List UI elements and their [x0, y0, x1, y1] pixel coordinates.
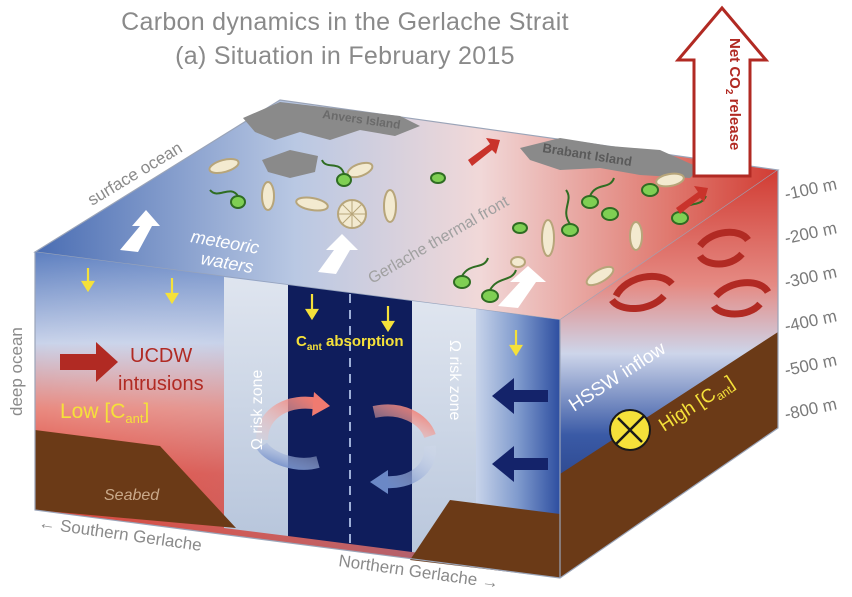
- depth-tick-label: -100 m: [783, 174, 839, 204]
- meteoric-arrow-right-icon: [498, 266, 546, 308]
- ucdw-label-1: UCDW: [130, 345, 192, 367]
- brabant-island-shape: [520, 138, 700, 178]
- meteoric-arrow-left-icon: [120, 210, 160, 252]
- circulation-arrow-pink-right-icon: [372, 404, 436, 439]
- ucdw-label-2: intrusions: [118, 373, 204, 395]
- depth-tick-label: -500 m: [783, 350, 839, 380]
- depth-tick-label: -200 m: [783, 218, 839, 248]
- net-co2-release-label: Net CO2 release: [723, 38, 743, 150]
- circulation-arrow-blue-left-icon: [257, 442, 320, 470]
- seabed-left: [35, 430, 236, 528]
- circulation-arrow-pink-icon: [256, 396, 320, 441]
- depth-scale: -100 m -200 m -300 m -400 m -500 m -800 …: [783, 174, 839, 424]
- ucdw-intrusion-arrow-icon: [60, 342, 118, 382]
- hssw-arrow-lower-icon: [492, 446, 548, 482]
- depth-tick-label: -400 m: [783, 306, 839, 336]
- deep-ocean-label: deep ocean: [7, 327, 26, 416]
- diagram-title: Carbon dynamics in the Gerlache Strait: [121, 8, 569, 36]
- low-cant-label: Low [Cant]: [60, 400, 149, 426]
- diagram-subtitle: (a) Situation in February 2015: [175, 42, 515, 70]
- seabed-label: Seabed: [104, 487, 160, 504]
- cant-absorption-label: Cant absorption: [296, 333, 404, 353]
- deep-channel-band: [288, 285, 412, 552]
- hssw-arrow-upper-icon: [492, 378, 548, 414]
- red-surface-arrow-1-icon: [468, 138, 500, 166]
- risk-zone-right-label: Ω risk zone: [446, 340, 463, 421]
- risk-zone-right: [412, 301, 476, 560]
- island-patch-shape: [262, 150, 318, 178]
- depth-tick-label: -800 m: [783, 394, 839, 424]
- mixing-swirls: [609, 228, 772, 318]
- circulation-arrow-blue-icon: [383, 445, 437, 489]
- anvers-island-shape: [243, 102, 420, 140]
- risk-zone-left-label: Ω risk zone: [249, 369, 266, 450]
- yellow-down-arrows: [81, 268, 523, 357]
- red-surface-arrow-2-icon: [676, 186, 708, 214]
- depth-tick-label: -300 m: [783, 262, 839, 292]
- seabed-right: [410, 500, 560, 578]
- risk-zone-left: [224, 277, 288, 536]
- meteoric-arrow-mid-icon: [318, 234, 358, 274]
- net-co2-release-arrow-icon: [674, 5, 770, 178]
